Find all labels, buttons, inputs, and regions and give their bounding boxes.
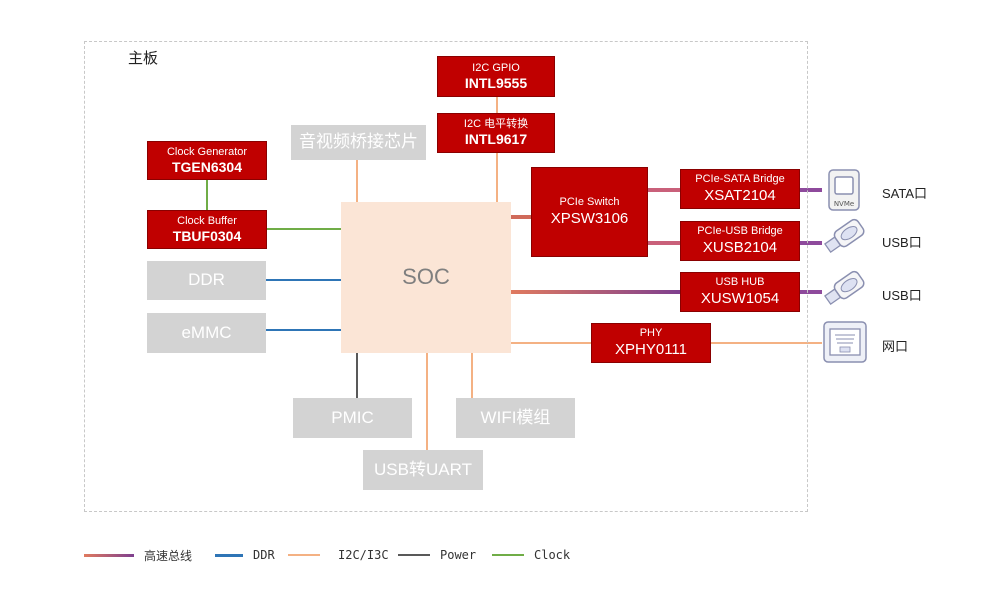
usb-uart-label: USB转UART [374, 459, 472, 479]
av-bridge-block: 音视频桥接芯片 [291, 125, 426, 160]
legend-swatch-clock [492, 554, 524, 556]
usb-hub-block: USB HUB XUSW1054 [680, 272, 800, 312]
phy-block: PHY XPHY0111 [591, 323, 711, 363]
hs-line-sata-port [800, 188, 822, 192]
ddr-label: DDR [188, 270, 225, 290]
i2c-level-title: I2C 电平转换 [463, 118, 529, 130]
legend-item-ddr: DDR [215, 546, 275, 564]
usb-stick-icon [824, 270, 865, 306]
usb-port-label-1: USB口 [882, 235, 922, 250]
clock-gen-title: Clock Generator [166, 145, 248, 158]
legend-label-ddr: DDR [253, 548, 275, 562]
usb-uart-block: USB转UART [363, 450, 483, 490]
pmic-label: PMIC [331, 407, 374, 427]
legend-swatch-power [398, 554, 430, 556]
av-bridge-label: 音视频桥接芯片 [299, 132, 418, 152]
emmc-block: eMMC [147, 313, 266, 353]
usb-port-label-2: USB口 [882, 288, 922, 303]
clock-buf-title: Clock Buffer [177, 214, 237, 227]
legend-item-power: Power [398, 546, 476, 564]
nvme-text: NVMe [834, 200, 854, 208]
legend-label-highspeed: 高速总线 [144, 548, 193, 563]
legend-swatch-i2c [288, 554, 320, 556]
legend-label-power: Power [440, 548, 477, 562]
soc-label: SOC [402, 264, 450, 290]
emmc-label: eMMC [181, 322, 232, 342]
pcie-switch-title: PCIe Switch [559, 196, 620, 209]
ethernet-port-icon [823, 321, 867, 363]
legend-item-highspeed: 高速总线 [84, 546, 192, 564]
i2c-gpio-title: I2C GPIO [472, 61, 520, 74]
legend-item-clock: Clock [492, 546, 570, 564]
wifi-label: WIFI模组 [480, 407, 551, 427]
wifi-module-block: WIFI模组 [456, 398, 575, 438]
pcie-usb-bridge-block: PCIe-USB Bridge XUSB2104 [680, 221, 800, 261]
legend-item-i2c: I2C/I3C [288, 546, 389, 564]
clock-buf-part: TBUF0304 [172, 227, 242, 244]
hs-line-soc-pcie [511, 215, 531, 219]
legend-label-i2c: I2C/I3C [338, 548, 389, 562]
hs-line-usb-port [800, 241, 822, 245]
soc-block: SOC [341, 202, 511, 353]
pcie-switch-block: PCIe Switch XPSW3106 [531, 167, 648, 257]
clock-gen-part: TGEN6304 [171, 158, 243, 175]
hs-line-soc-hub [511, 290, 681, 294]
pcie-usb-part: XUSB2104 [702, 238, 778, 256]
pcie-sata-title: PCIe-SATA Bridge [695, 173, 785, 186]
hs-line-hub-port [800, 290, 822, 294]
net-port-label: 网口 [882, 339, 909, 354]
usb-stick-icon [824, 218, 865, 254]
pmic-block: PMIC [293, 398, 412, 438]
sata-port-label: SATA口 [882, 186, 928, 201]
i2c-gpio-part: INTL9555 [464, 74, 528, 91]
hs-line-pcie-usb [648, 241, 680, 245]
board-label: 主板 [128, 50, 159, 67]
clock-generator-block: Clock Generator TGEN6304 [147, 141, 267, 180]
i2c-gpio-block: I2C GPIO INTL9555 [437, 56, 555, 97]
pcie-sata-bridge-block: PCIe-SATA Bridge XSAT2104 [680, 169, 800, 209]
pcie-switch-part: XPSW3106 [550, 209, 629, 227]
clock-buffer-block: Clock Buffer TBUF0304 [147, 210, 267, 249]
i2c-level-shifter-block: I2C 电平转换 INTL9617 [437, 113, 555, 153]
hs-line-pcie-sata [648, 188, 680, 192]
phy-title: PHY [639, 327, 663, 340]
legend-label-clock: Clock [534, 548, 571, 562]
pcie-usb-title: PCIe-USB Bridge [697, 225, 783, 238]
pcie-sata-part: XSAT2104 [704, 186, 776, 204]
ddr-block: DDR [147, 261, 266, 300]
usb-hub-title: USB HUB [715, 276, 765, 289]
nvme-drive-icon: NVMe [828, 169, 860, 211]
usb-hub-part: XUSW1054 [700, 289, 780, 307]
legend-swatch-ddr [215, 553, 243, 557]
phy-part: XPHY0111 [615, 340, 687, 358]
i2c-level-part: INTL9617 [464, 131, 528, 148]
legend-swatch-highspeed [84, 553, 134, 557]
mainboard-frame [84, 41, 808, 512]
